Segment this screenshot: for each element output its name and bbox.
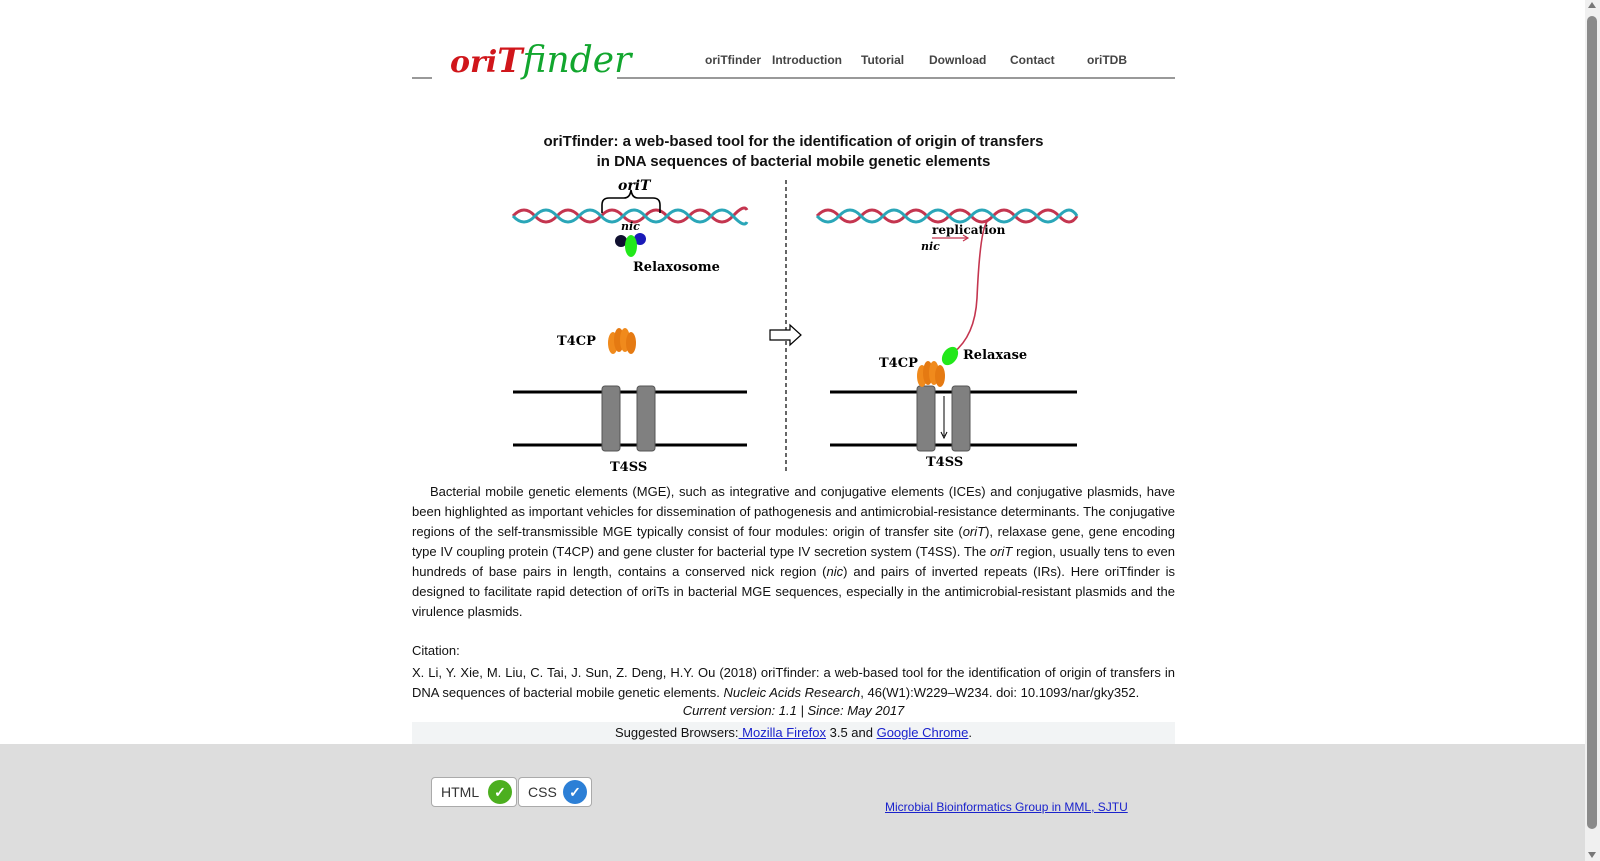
citation-authors: X. Li, Y. Xie, M. Liu, C. Tai, J. Sun, Z… xyxy=(412,665,1175,700)
nav-introduction[interactable]: Introduction xyxy=(772,53,842,67)
nav-oritfinder[interactable]: oriTfinder xyxy=(705,53,761,67)
citation-details: , 46(W1):W229–W234. doi: 10.1093/nar/gky… xyxy=(860,685,1140,700)
relaxase-label: Relaxase xyxy=(963,348,1027,363)
check-icon: ✓ xyxy=(563,780,587,804)
citation-label: Citation: xyxy=(412,643,460,658)
intro-italic-orit-2: oriT xyxy=(989,544,1013,559)
version-info: Current version: 1.1 | Since: May 2017 xyxy=(682,703,905,718)
browsers-suffix: . xyxy=(968,725,972,740)
transfer-arrowhead xyxy=(940,431,948,440)
intro-text-1: Bacterial mobile genetic elements (MGE),… xyxy=(412,484,1175,539)
site-logo[interactable]: oriTfinder xyxy=(450,40,631,81)
t4cp-label-right: T4CP xyxy=(879,356,918,371)
nav-oritdb[interactable]: oriTDB xyxy=(1087,53,1127,67)
intro-text-4: ) and pairs of inverted repeats (IRs). H… xyxy=(412,564,1175,619)
single-strand-dna xyxy=(952,221,988,354)
site-header: oriTfinder oriTfinder Introduction Tutor… xyxy=(412,40,1175,90)
scroll-thumb[interactable] xyxy=(1587,16,1597,829)
title-line-1: oriTfinder: a web-based tool for the ide… xyxy=(543,133,1044,150)
t4ss-channel-right-a xyxy=(916,385,936,452)
browsers-prefix: Suggested Browsers: xyxy=(614,725,739,740)
relaxase-protein xyxy=(941,346,959,366)
t4ss-label-right: T4SS xyxy=(926,455,963,470)
dna-strand-left-red xyxy=(511,206,749,224)
browsers-middle: 3.5 and xyxy=(825,725,877,740)
replication-label: replication xyxy=(932,223,1006,237)
header-divider-right xyxy=(617,77,1175,79)
intro-italic-orit-1: oriT xyxy=(962,524,986,539)
dna-strand-left-teal xyxy=(511,208,749,226)
nav-contact[interactable]: Contact xyxy=(1010,53,1055,67)
vertical-scrollbar[interactable] xyxy=(1585,0,1600,861)
nav-tutorial[interactable]: Tutorial xyxy=(861,53,905,67)
suggested-browsers: Suggested Browsers: Mozilla Firefox 3.5 … xyxy=(412,722,1175,744)
t4ss-label-left: T4SS xyxy=(610,460,647,475)
citation-text: X. Li, Y. Xie, M. Liu, C. Tai, J. Sun, Z… xyxy=(412,663,1175,703)
nic-label-right: nic xyxy=(921,240,940,253)
t4cp-protein-right xyxy=(917,361,945,387)
dna-strand-right-teal xyxy=(815,208,1079,224)
logo-ori: ori xyxy=(450,45,498,80)
scroll-down-icon[interactable] xyxy=(1588,852,1596,858)
relaxosome-protein-blue xyxy=(634,233,646,245)
citation-journal: Nucleic Acids Research xyxy=(723,685,861,700)
intro-text-2: ), relaxase gene, gene encoding type IV … xyxy=(412,524,1175,559)
t4cp-label-left: T4CP xyxy=(557,334,596,349)
firefox-link[interactable]: Mozilla Firefox xyxy=(738,725,826,740)
t4ss-channel-left-a xyxy=(601,385,621,452)
relaxosome-label: Relaxosome xyxy=(633,260,720,275)
nav-download[interactable]: Download xyxy=(929,53,987,67)
nic-label-left: nic xyxy=(621,220,640,233)
check-icon: ✓ xyxy=(488,780,512,804)
title-line-2: in DNA sequences of bacterial mobile gen… xyxy=(596,153,991,170)
intro-paragraph: Bacterial mobile genetic elements (MGE),… xyxy=(412,482,1175,622)
page-title: oriTfinder: a web-based tool for the ide… xyxy=(412,132,1175,172)
scroll-up-icon[interactable] xyxy=(1588,2,1596,8)
group-link[interactable]: Microbial Bioinformatics Group in MML, S… xyxy=(885,800,1128,814)
orit-label: oriT xyxy=(618,178,652,194)
logo-finder: finder xyxy=(522,40,632,81)
replication-arrowhead xyxy=(962,234,970,242)
intro-text-3: region, usually tens to even hundreds of… xyxy=(412,544,1175,579)
css-valid-badge[interactable]: CSS ✓ xyxy=(518,777,592,807)
logo-t: T xyxy=(497,41,523,81)
chrome-link[interactable]: Google Chrome xyxy=(876,725,969,740)
t4ss-channel-left-b xyxy=(636,385,656,452)
orit-bracket xyxy=(601,189,661,213)
html-valid-badge[interactable]: HTML ✓ xyxy=(431,777,517,807)
arrow-right-icon xyxy=(769,323,802,347)
html-badge-label: HTML xyxy=(441,784,480,800)
site-footer: HTML ✓ CSS ✓ Microbial Bioinformatics Gr… xyxy=(0,744,1585,861)
relaxosome-protein-green xyxy=(625,235,637,257)
t4ss-channel-right-b xyxy=(951,385,971,452)
intro-italic-nic: nic xyxy=(826,564,844,579)
relaxosome-protein-dark xyxy=(615,235,627,247)
conjugation-diagram: oriT nic Relaxosome T4CP T4SS replicatio… xyxy=(511,178,1079,475)
t4cp-protein-left xyxy=(608,328,636,354)
header-divider-left xyxy=(412,77,432,79)
css-badge-label: CSS xyxy=(528,784,557,800)
